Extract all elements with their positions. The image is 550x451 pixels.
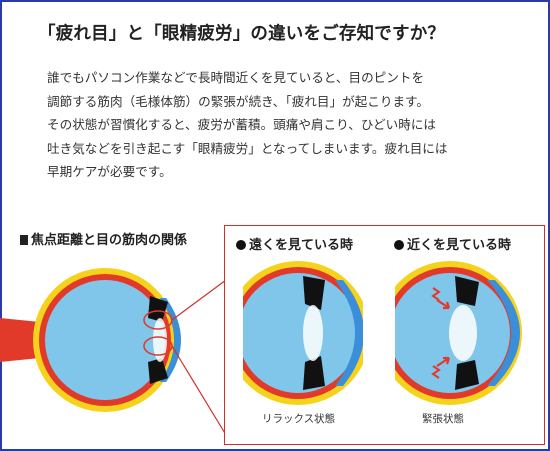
far-view-text: 遠くを見ている時 [249, 238, 354, 253]
paragraph-line: 調節する筋肉（毛様体筋）の緊張が続き、「疲れ目」が起こります。 [47, 93, 429, 109]
paragraph-line: その状態が習慣化すると、疲労が蓄積。頭痛や肩こり、ひどい時には [47, 117, 437, 133]
bullet-dot-icon [236, 240, 246, 250]
tense-eye-diagram [395, 261, 522, 405]
optic-nerve [0, 318, 40, 362]
square-bullet-icon [20, 235, 28, 245]
connector-line-bottom [171, 345, 227, 436]
intro-paragraph: 誰でもパソコン作業などで長時間近くを見ていると、目のピントを 調節する筋肉（毛様… [47, 66, 517, 184]
paragraph-line: 早期ケアが必要です。 [47, 164, 172, 180]
relaxed-caption: リラックス状態 [262, 413, 336, 425]
eye-cornea [160, 298, 181, 382]
connector-line-top [171, 279, 227, 321]
paragraph-line: 吐き気などを引き起こす「眼精疲労」となってしまいます。疲れ目には [47, 140, 448, 156]
section-heading: 焦点距離と目の筋肉の関係 [20, 229, 187, 248]
far-view-label: 遠くを見ている時 [236, 234, 353, 253]
bullet-dot-icon [394, 240, 404, 250]
section-title: 焦点距離と目の筋肉の関係 [31, 233, 188, 248]
eye-cross-section-diagram [0, 268, 227, 436]
relaxed-eye-diagram [243, 261, 363, 405]
paragraph-line: 誰でもパソコン作業などで長時間近くを見ていると、目のピントを [47, 70, 425, 85]
tense-caption: 緊張状態 [422, 413, 464, 425]
near-view-label: 近くを見ている時 [394, 234, 511, 253]
page-title: 「疲れ目」と「眼精疲労」の違いをご存知ですか？ [38, 24, 446, 44]
ciliary-muscle-top [148, 296, 168, 322]
ciliary-muscle-bottom [148, 358, 168, 384]
near-view-text: 近くを見ている時 [407, 238, 512, 253]
eye-vitreous [45, 280, 165, 400]
